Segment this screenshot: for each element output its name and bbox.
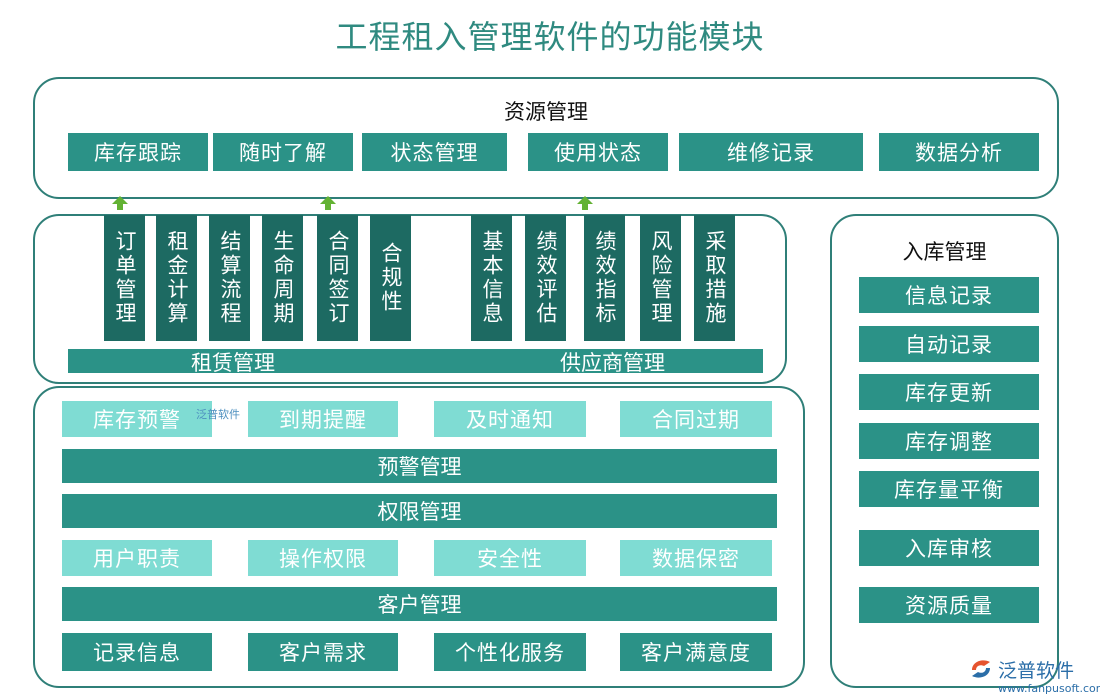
supplier-management-label[interactable]: 供应商管理 — [560, 351, 665, 375]
inbound-panel-title: 入库管理 — [902, 240, 987, 264]
customer-item-customer-satisfaction[interactable]: 客户满意度 — [620, 633, 772, 671]
inbound-item-inventory-balance[interactable]: 库存量平衡 — [859, 471, 1039, 507]
customer-management-bar[interactable]: 客户管理 — [62, 587, 777, 621]
lease-management-bar — [68, 349, 763, 373]
arrow-up-icon — [320, 196, 336, 210]
permission-item-data-confidentiality[interactable]: 数据保密 — [620, 540, 772, 576]
lease-column-settlement-process[interactable]: 结算流程 — [209, 215, 250, 341]
arrow-up-icon — [577, 196, 593, 210]
customer-item-record-info[interactable]: 记录信息 — [62, 633, 212, 671]
lease-column-order-management[interactable]: 订单管理 — [104, 215, 145, 341]
resource-item-usage-status[interactable]: 使用状态 — [528, 133, 668, 171]
alert-item-contract-expired[interactable]: 合同过期 — [620, 401, 772, 437]
inbound-item-inbound-audit[interactable]: 入库审核 — [859, 530, 1039, 566]
lease-column-compliance[interactable]: 合规性 — [370, 215, 411, 341]
permission-management-bar[interactable]: 权限管理 — [62, 494, 777, 528]
inbound-item-inventory-update[interactable]: 库存更新 — [859, 374, 1039, 410]
inbound-item-info-record[interactable]: 信息记录 — [859, 277, 1039, 313]
supplier-column-performance-evaluation[interactable]: 绩效评估 — [525, 215, 566, 341]
alert-management-bar[interactable]: 预警管理 — [62, 449, 777, 483]
permission-item-operation-rights[interactable]: 操作权限 — [248, 540, 398, 576]
supplier-column-performance-indicators[interactable]: 绩效指标 — [584, 215, 625, 341]
alert-item-inventory-warning[interactable]: 库存预警 — [62, 401, 212, 437]
customer-item-personalized-service[interactable]: 个性化服务 — [434, 633, 586, 671]
inbound-item-inventory-adjustment[interactable]: 库存调整 — [859, 423, 1039, 459]
lease-column-lifecycle[interactable]: 生命周期 — [262, 215, 303, 341]
brand-logo: 泛普软件 www.fanpusoft.com — [968, 654, 1100, 698]
resource-item-know-anytime[interactable]: 随时了解 — [213, 133, 353, 171]
resource-item-inventory-tracking[interactable]: 库存跟踪 — [68, 133, 208, 171]
lease-column-rent-calculation[interactable]: 租金计算 — [156, 215, 197, 341]
permission-item-user-duties[interactable]: 用户职责 — [62, 540, 212, 576]
resource-item-data-analysis[interactable]: 数据分析 — [879, 133, 1039, 171]
alert-item-timely-notice[interactable]: 及时通知 — [434, 401, 586, 437]
logo-name: 泛普软件 — [998, 660, 1075, 682]
arrow-up-icon — [112, 196, 128, 210]
logo-url: www.fanpusoft.com — [998, 682, 1100, 695]
watermark-text: 泛普软件 — [196, 408, 240, 421]
resource-item-repair-records[interactable]: 维修记录 — [679, 133, 863, 171]
inbound-item-auto-record[interactable]: 自动记录 — [859, 326, 1039, 362]
alert-item-expiry-reminder[interactable]: 到期提醒 — [248, 401, 398, 437]
supplier-column-basic-info[interactable]: 基本信息 — [471, 215, 512, 341]
customer-item-customer-needs[interactable]: 客户需求 — [248, 633, 398, 671]
logo-mark-icon — [972, 660, 990, 678]
resource-item-status-management[interactable]: 状态管理 — [362, 133, 507, 171]
supplier-column-risk-management[interactable]: 风险管理 — [640, 215, 681, 341]
page-title: 工程租入管理软件的功能模块 — [335, 18, 765, 56]
inbound-item-resource-quality[interactable]: 资源质量 — [859, 587, 1039, 623]
supplier-column-take-measures[interactable]: 采取措施 — [694, 215, 735, 341]
lease-column-contract-signing[interactable]: 合同签订 — [317, 215, 358, 341]
resource-panel-title: 资源管理 — [504, 100, 588, 124]
permission-item-security[interactable]: 安全性 — [434, 540, 586, 576]
lease-management-label[interactable]: 租赁管理 — [191, 351, 275, 375]
